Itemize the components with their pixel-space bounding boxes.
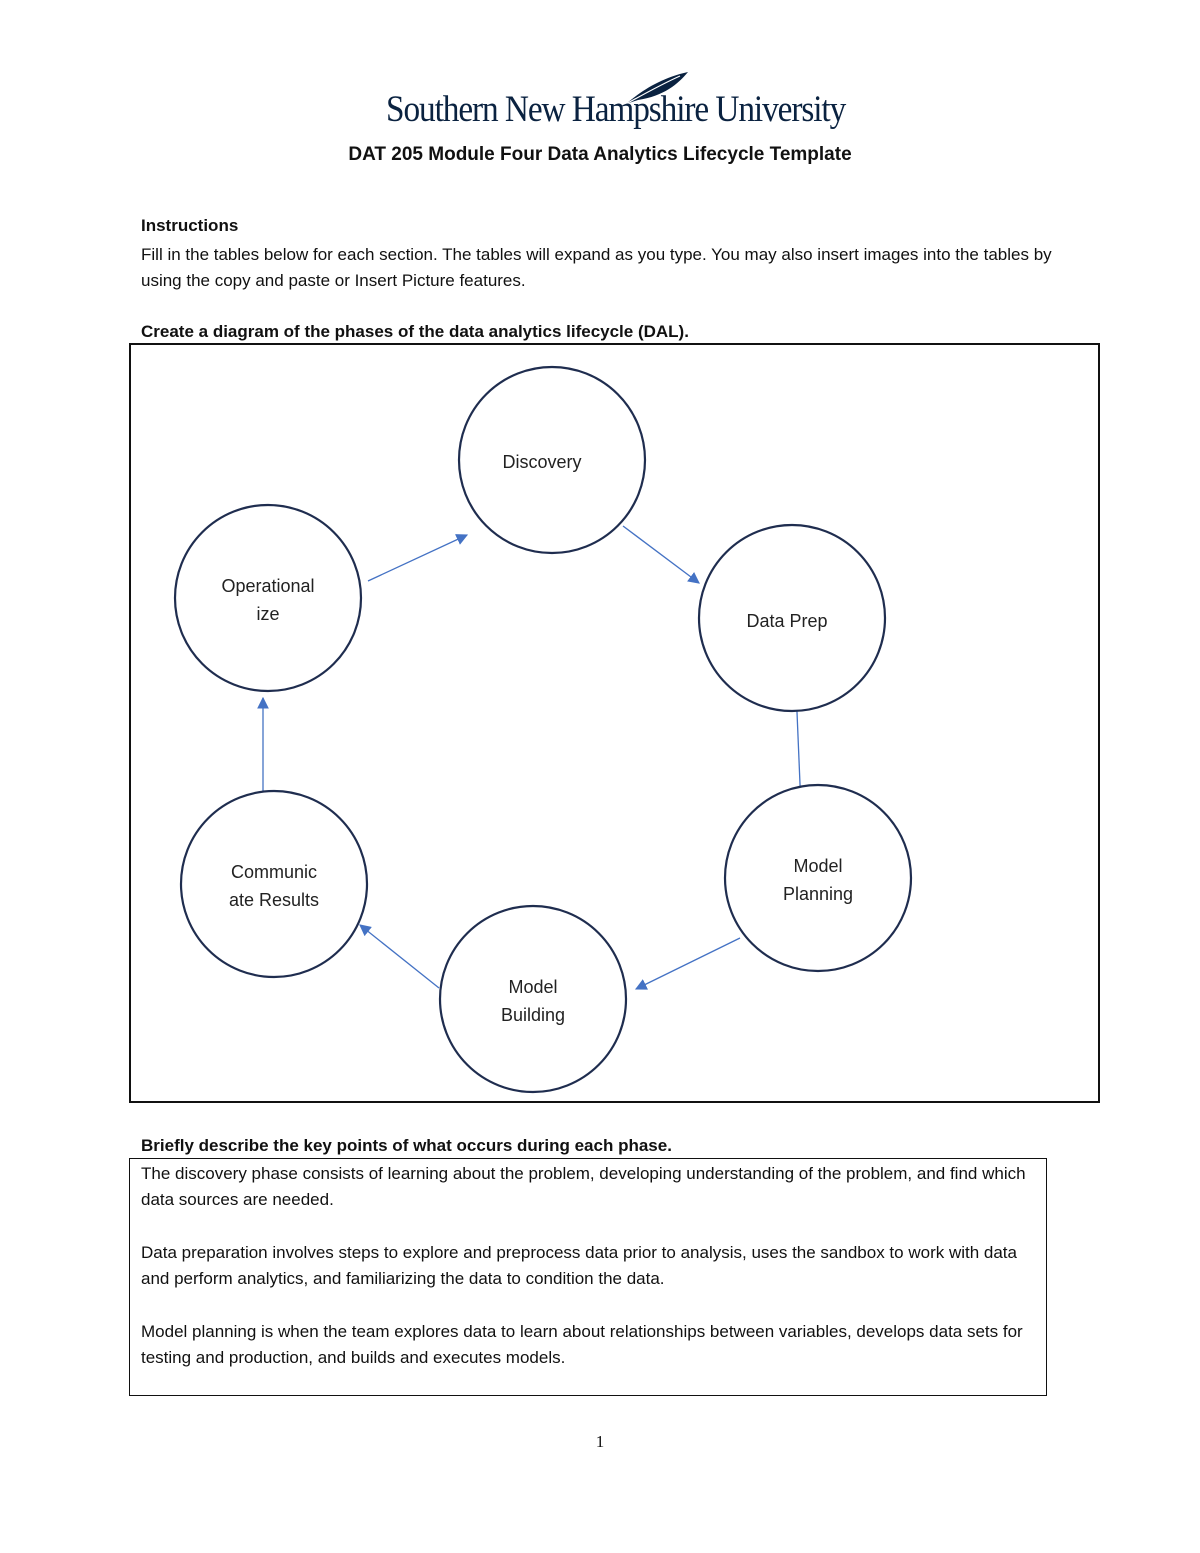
- feather-leaf-icon: [625, 72, 688, 105]
- phase-model-planning: Model Planning: [723, 783, 913, 973]
- instructions-text: Fill in the tables below for each sectio…: [141, 245, 1052, 290]
- phase-model-building-label-line2: Building: [501, 1005, 565, 1025]
- diagram-frame: [129, 343, 1100, 1103]
- description-heading: Briefly describe the key points of what …: [141, 1136, 672, 1155]
- arrow-discovery-to-data-prep: [622, 525, 700, 584]
- diagram-heading: Create a diagram of the phases of the da…: [141, 322, 689, 341]
- description-box[interactable]: [129, 1158, 1047, 1396]
- document-title: DAT 205 Module Four Data Analytics Lifec…: [348, 144, 852, 165]
- phase-communicate-label-line1: Communic: [231, 862, 317, 882]
- arrow-model-planning-to-model-building: [634, 937, 741, 990]
- university-logo: Southern New Hampshire University: [386, 70, 846, 134]
- phase-model-planning-label-line2: Planning: [783, 884, 853, 904]
- instructions-heading: Instructions: [141, 216, 239, 235]
- phase-model-building: Model Building: [438, 904, 628, 1094]
- phase-data-prep-label: Data Prep: [746, 611, 827, 631]
- phase-communicate-results: Communic ate Results: [179, 789, 369, 979]
- description-paragraph-discovery: The discovery phase consists of learning…: [141, 1164, 1026, 1209]
- description-paragraph-model-planning: Model planning is when the team explores…: [141, 1322, 1023, 1367]
- phase-operationalize-label-line1: Operational: [221, 576, 314, 596]
- phase-discovery-label: Discovery: [502, 452, 581, 472]
- phase-model-planning-label-line1: Model: [793, 856, 842, 876]
- phase-communicate-label-line2: ate Results: [229, 890, 319, 910]
- page-number: 1: [595, 1432, 605, 1451]
- phase-discovery: Discovery: [457, 365, 647, 555]
- phase-operationalize-label-line2: ize: [256, 604, 279, 624]
- arrow-model-building-to-communicate: [359, 924, 440, 989]
- phase-model-building-label-line1: Model: [508, 977, 557, 997]
- description-paragraph-data-prep: Data preparation involves steps to explo…: [141, 1243, 1017, 1288]
- logo-text: Southern New Hampshire University: [386, 89, 846, 130]
- phase-data-prep: Data Prep: [697, 523, 887, 713]
- lifecycle-diagram: Discovery Data Prep Model Planning Model…: [173, 365, 913, 1094]
- arrow-operationalize-to-discovery: [367, 534, 469, 582]
- phase-operationalize: Operational ize: [173, 503, 363, 693]
